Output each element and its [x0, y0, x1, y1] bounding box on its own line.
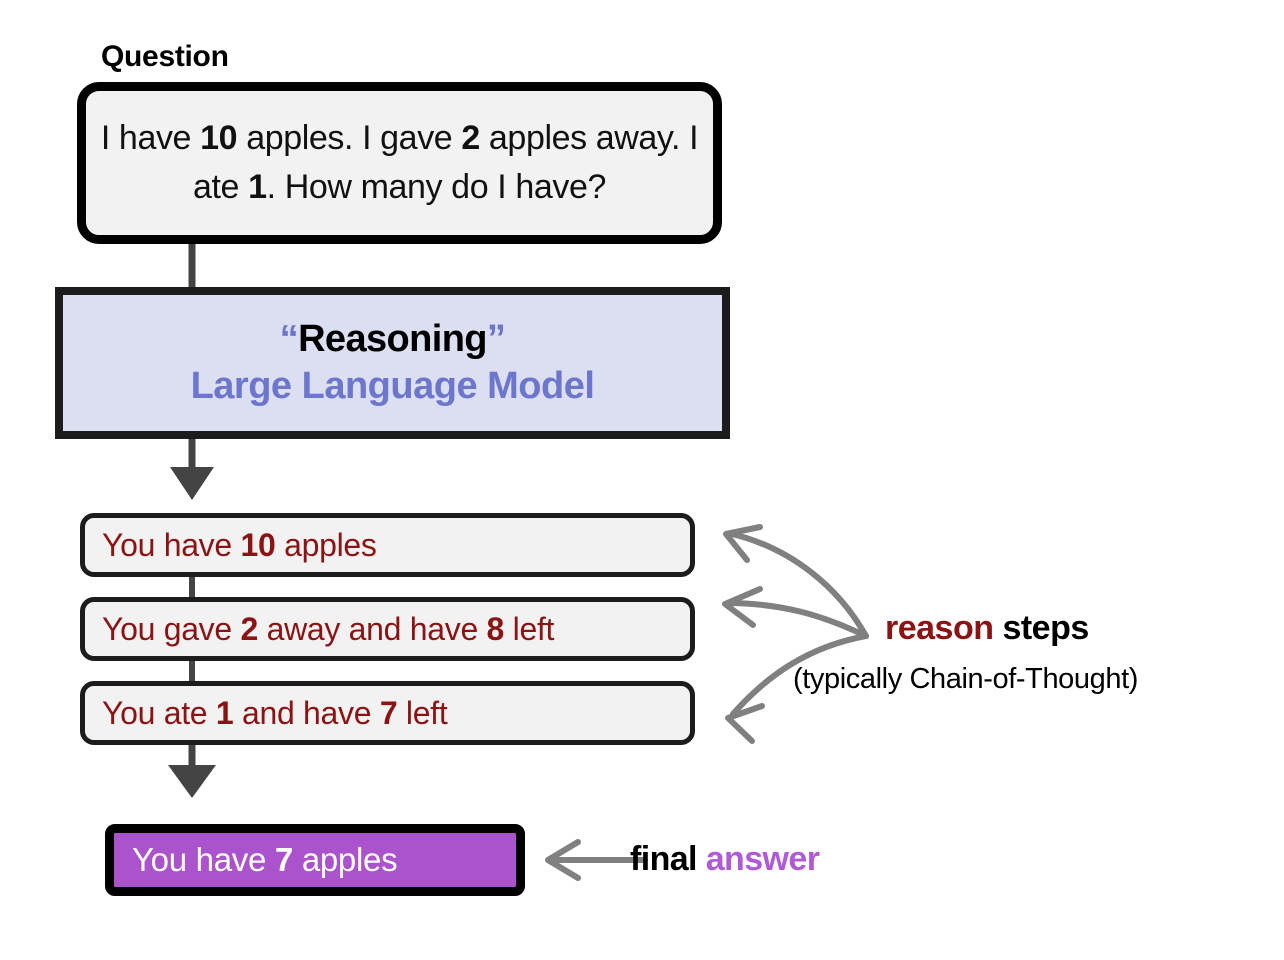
- arrow-llm-to-steps: [170, 439, 214, 500]
- question-mid2: apples away. I ate: [193, 119, 699, 206]
- step0-prefix: You have: [102, 527, 241, 563]
- chain-of-thought-note: (typically Chain-of-Thought): [793, 663, 1138, 695]
- reason-step-text: You gave 2 away and have 8 left: [85, 610, 554, 648]
- step2-suffix: left: [397, 695, 448, 731]
- final-word: final: [630, 840, 698, 878]
- close-quote: ”: [486, 318, 506, 360]
- question-text: I have 10 apples. I gave 2 apples away. …: [86, 114, 713, 212]
- step0-number: 10: [240, 527, 276, 563]
- open-quote: “: [279, 318, 299, 360]
- answer-word: answer: [696, 840, 820, 878]
- question-number-2: 2: [461, 119, 480, 157]
- annotation-arrow-to-step1: [722, 586, 869, 639]
- question-prefix: I have: [100, 119, 201, 157]
- final-prefix: You have: [132, 841, 275, 878]
- reason-step-box: You have 10 apples: [80, 513, 695, 577]
- question-box: I have 10 apples. I gave 2 apples away. …: [77, 82, 722, 244]
- question-number-10: 10: [200, 119, 238, 157]
- llm-reasoning-title: “Reasoning”: [280, 317, 506, 361]
- question-label: Question: [101, 40, 229, 73]
- step1-number2: 8: [486, 611, 505, 647]
- question-mid1: apples. I gave: [237, 119, 462, 157]
- annotation-arrow-to-step0: [723, 524, 869, 639]
- reason-step-text: You have 10 apples: [85, 526, 377, 564]
- reason-step-box: You gave 2 away and have 8 left: [80, 597, 695, 661]
- step1-number: 2: [240, 611, 258, 647]
- question-number-1: 1: [248, 168, 267, 206]
- step1-suffix: left: [504, 611, 555, 647]
- step0-suffix: apples: [275, 527, 377, 563]
- llm-box: “Reasoning” Large Language Model: [55, 287, 730, 439]
- step1-prefix: You gave: [102, 611, 241, 647]
- reasoning-word: Reasoning: [298, 318, 487, 360]
- llm-model-name: Large Language Model: [190, 365, 595, 407]
- step2-number2: 7: [379, 695, 398, 731]
- final-number: 7: [274, 841, 293, 878]
- final-answer-annotation: final answer: [630, 838, 820, 880]
- question-suffix: . How many do I have?: [266, 168, 607, 206]
- step2-number: 1: [215, 695, 234, 731]
- reason-step-text: You ate 1 and have 7 left: [85, 694, 448, 732]
- final-answer-box: You have 7 apples: [105, 824, 525, 896]
- final-suffix: apples: [292, 841, 398, 878]
- step2-mid: and have: [233, 695, 380, 731]
- steps-word: steps: [993, 609, 1089, 647]
- step2-prefix: You ate: [102, 695, 216, 731]
- arrow-steps-to-final: [168, 745, 216, 798]
- reason-step-box: You ate 1 and have 7 left: [80, 681, 695, 745]
- final-answer-text: You have 7 apples: [114, 841, 398, 879]
- reason-steps-annotation: reason steps: [885, 607, 1089, 649]
- step1-mid: away and have: [257, 611, 487, 647]
- reason-word: reason: [885, 609, 994, 647]
